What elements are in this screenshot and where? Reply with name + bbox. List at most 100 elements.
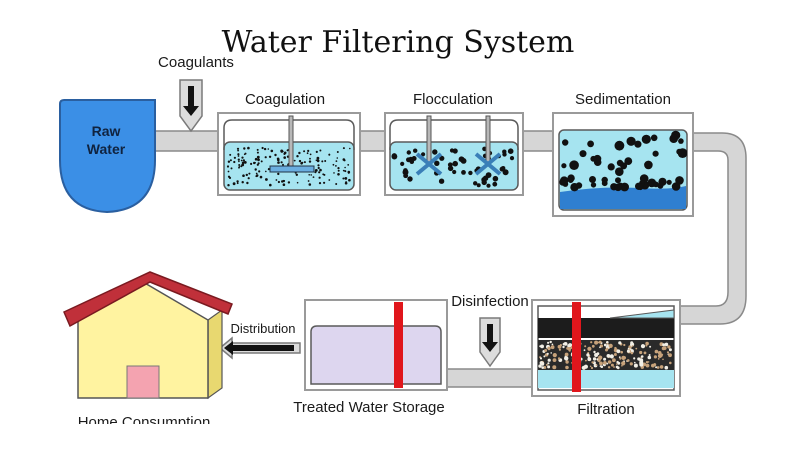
filter-media-grain xyxy=(669,361,672,365)
settled-particle xyxy=(615,177,621,184)
coagulant-particle xyxy=(315,150,318,153)
coagulant-particle xyxy=(309,157,311,160)
floc-particle xyxy=(468,170,473,176)
filter-media-grain xyxy=(607,360,612,364)
coagulant-particle xyxy=(307,180,310,182)
filter-media-grain xyxy=(544,349,548,352)
coagulant-particle xyxy=(240,165,243,168)
filter-media-grain xyxy=(614,346,617,350)
filter-media-grain xyxy=(565,365,569,370)
coagulant-particle xyxy=(237,155,240,157)
filter-media-grain xyxy=(643,351,647,355)
filter-media-grain xyxy=(587,357,592,362)
coagulant-particle xyxy=(256,151,259,154)
floc-particle xyxy=(452,160,459,167)
floc-particle xyxy=(476,183,481,188)
coagulant-particle xyxy=(240,159,243,162)
floc-particle xyxy=(406,150,411,155)
mixer-paddle-icon xyxy=(415,115,443,176)
coagulant-particle xyxy=(247,146,250,150)
coagulant-particle xyxy=(344,166,346,169)
filter-media-grain xyxy=(541,367,544,369)
coagulant-particle xyxy=(248,172,251,175)
coagulant-particle xyxy=(296,181,299,184)
storage-rod xyxy=(394,302,403,388)
coagulant-particle xyxy=(342,147,345,150)
flocculation-tank xyxy=(384,112,524,196)
coagulant-particle xyxy=(257,162,260,165)
raw-water-tank: Raw Water xyxy=(59,99,156,214)
coagulant-particle xyxy=(277,161,280,164)
filter-media-grain xyxy=(592,357,597,361)
filter-media-grain xyxy=(543,355,546,358)
coagulant-particle xyxy=(227,160,231,163)
filter-media-grain xyxy=(640,360,644,364)
coagulant-particle xyxy=(308,160,312,163)
coagulant-particle xyxy=(265,170,267,173)
coagulant-particle xyxy=(256,174,259,177)
settled-particle xyxy=(601,176,608,184)
floc-particle xyxy=(402,169,409,176)
floc-particle xyxy=(391,153,398,160)
filter-media-grain xyxy=(635,347,638,350)
filter-media-grain xyxy=(606,341,609,344)
filter-media-grain xyxy=(619,357,622,360)
filter-media-grain xyxy=(550,345,555,350)
coagulant-particle xyxy=(317,164,320,167)
coagulant-particle xyxy=(246,181,249,185)
filter-media-grain xyxy=(618,356,621,359)
coagulant-particle xyxy=(318,182,322,185)
sediment-particle xyxy=(569,160,579,170)
filter-media-grain xyxy=(659,353,663,358)
filter-media-grain xyxy=(647,361,650,363)
sediment-particle xyxy=(669,134,678,143)
filter-media-grain xyxy=(654,349,659,354)
sediment-particle xyxy=(587,140,594,148)
filter-media-grain xyxy=(545,363,548,366)
coagulant-particle xyxy=(229,159,232,162)
filter-media-grain xyxy=(606,354,611,358)
filter-media-grain xyxy=(610,363,614,367)
coagulant-particle xyxy=(283,156,287,159)
coagulant-particle xyxy=(243,147,246,150)
filter-media-grain xyxy=(641,366,644,369)
treated-water-storage-tank xyxy=(304,299,448,391)
coagulant-particle xyxy=(242,174,245,177)
coagulant-particle xyxy=(274,153,277,157)
coagulant-particle xyxy=(319,149,322,152)
distribution-left-arrow-icon xyxy=(218,336,301,360)
coagulant-particle xyxy=(337,173,340,176)
filter-media-grain xyxy=(584,345,587,348)
coagulant-particle xyxy=(237,153,240,156)
filter-media-grain xyxy=(662,343,666,347)
home-house xyxy=(63,271,233,400)
coagulant-particle xyxy=(255,172,258,175)
coagulant-particle xyxy=(314,169,318,172)
coagulant-particle xyxy=(254,162,256,164)
coagulant-particle xyxy=(337,169,340,172)
coagulant-particle xyxy=(229,153,232,156)
coagulant-particle xyxy=(236,180,239,183)
coagulant-particle xyxy=(308,174,311,176)
floc-particle xyxy=(413,148,418,153)
coagulant-particle xyxy=(236,147,240,150)
coagulant-particle xyxy=(303,161,306,164)
treated-water-storage-label: Treated Water Storage xyxy=(293,399,444,416)
filter-media-grain xyxy=(613,366,615,368)
coagulant-particle xyxy=(301,161,304,164)
coagulant-particle xyxy=(282,163,284,166)
coagulant-particle xyxy=(245,173,248,177)
filter-media-grain xyxy=(621,355,626,360)
sediment-particle xyxy=(607,163,615,171)
filter-media-grain xyxy=(596,358,599,361)
filter-media-grain xyxy=(608,343,613,348)
coagulant-particle xyxy=(227,184,230,187)
filter-media-grain xyxy=(668,348,672,352)
filter-media-grain xyxy=(547,341,550,344)
coagulant-particle xyxy=(296,155,299,158)
filter-media-grain xyxy=(645,363,650,368)
floc-particle xyxy=(492,181,498,187)
filter-media-grain xyxy=(585,359,587,362)
sediment-particle xyxy=(678,138,684,144)
settled-particle xyxy=(653,181,659,188)
